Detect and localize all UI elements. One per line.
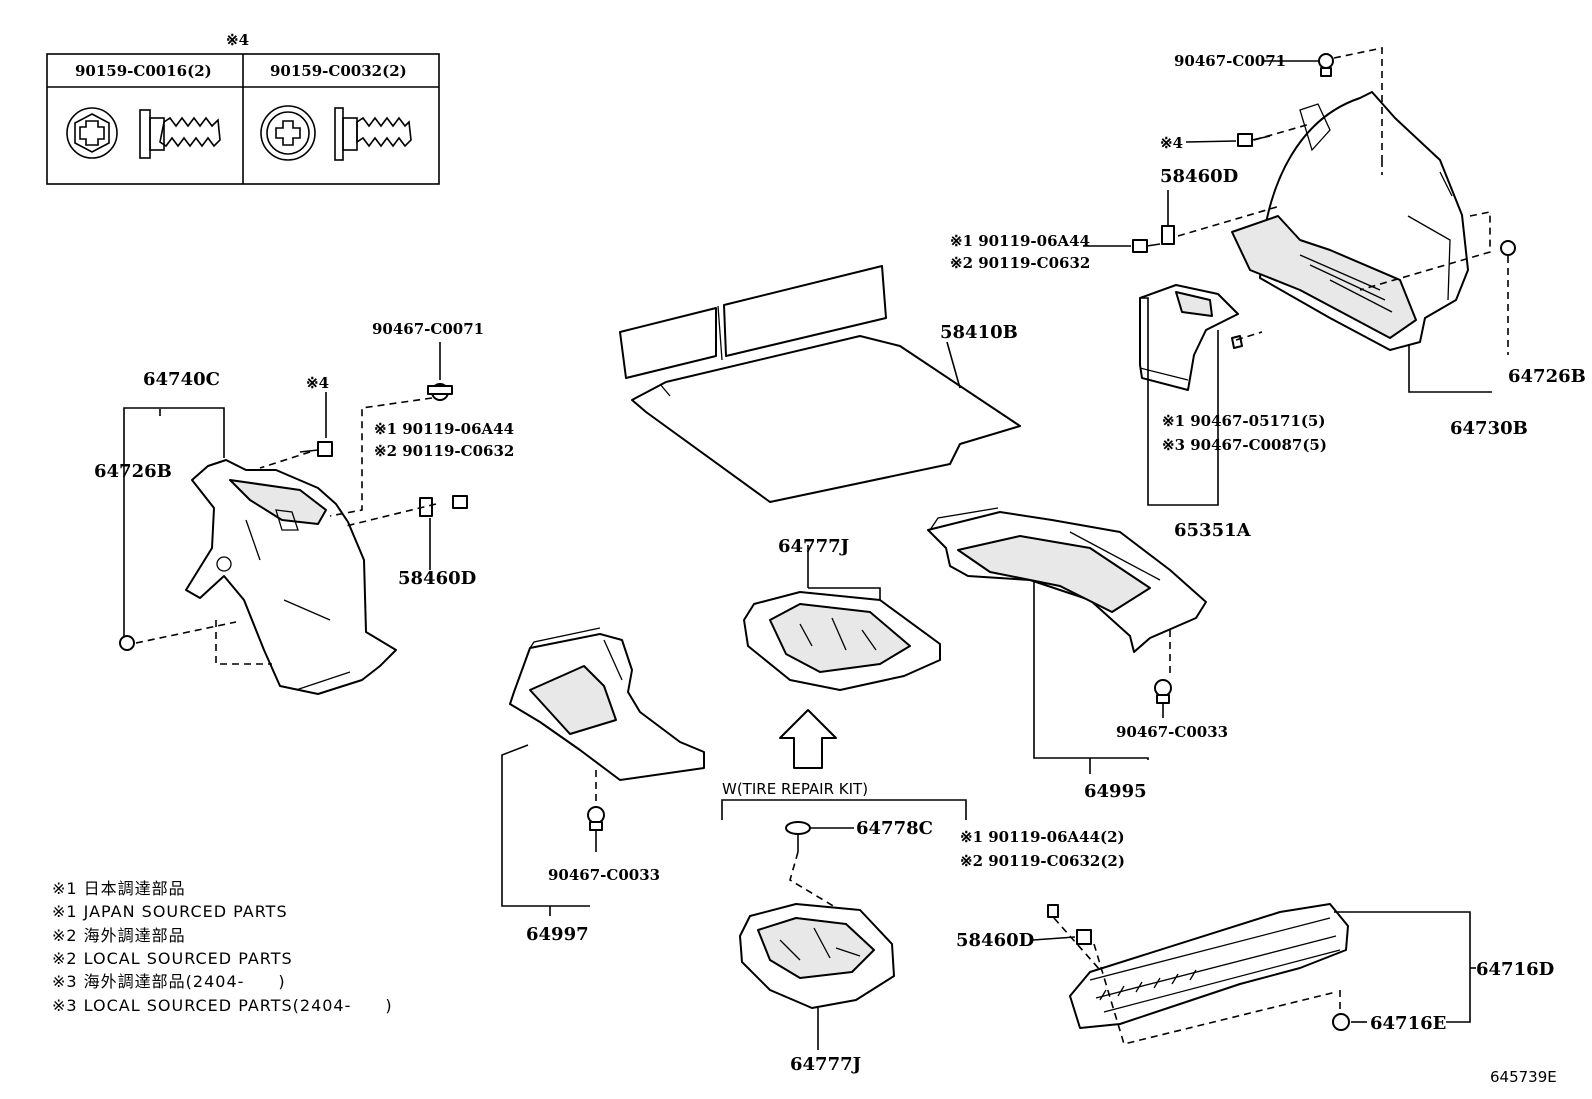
label-65351a: 65351A	[1174, 520, 1252, 541]
label-90119-c0632-top: ※2 90119-C0632	[950, 254, 1090, 272]
table-col1-part: 90159-C0016(2)	[75, 62, 212, 80]
label-58460d-top: 58460D	[1160, 166, 1238, 187]
label-90467-c0071-left: 90467-C0071	[372, 320, 484, 338]
screw-side-icon	[139, 109, 221, 159]
clip-icon	[587, 806, 605, 831]
table-note-mark: ※4	[226, 31, 249, 49]
bolt-icon	[299, 441, 333, 457]
screw-head-icon	[260, 105, 316, 161]
clip-icon	[1500, 240, 1516, 256]
label-90467-c0033-right: 90467-C0033	[1116, 723, 1228, 741]
label-64730b: 64730B	[1450, 418, 1528, 439]
label-64726b-left: 64726B	[94, 461, 172, 482]
footnote-line: ※1 日本調達部品	[52, 879, 186, 898]
label-note4-left: ※4	[306, 374, 329, 392]
clip-icon	[1318, 53, 1334, 77]
label-tire-repair-kit: W(TIRE REPAIR KIT)	[722, 780, 868, 798]
diagram-id: 645739E	[1490, 1068, 1557, 1086]
footnotes: ※1 日本調達部品 ※1 JAPAN SOURCED PARTS ※2 海外調達…	[52, 879, 393, 1015]
part-64777j-tray-upper	[743, 591, 941, 691]
clip-icon	[785, 821, 811, 852]
label-90467-05171: ※1 90467-05171(5)	[1162, 412, 1325, 430]
label-58460d-left: 58460D	[398, 568, 476, 589]
bolt-icon	[1132, 239, 1161, 253]
clip-icon	[427, 383, 453, 401]
label-64995: 64995	[1084, 781, 1147, 802]
footnote-line: ※3 LOCAL SOURCED PARTS(2404- )	[52, 996, 393, 1015]
label-58410b: 58410B	[940, 322, 1018, 343]
part-64777j-tray-lower	[739, 903, 895, 1009]
fastener-table: ※4 90159-C0016(2) 90159-C0032(2)	[46, 31, 440, 185]
part-64730b-trim	[1231, 91, 1469, 351]
arrow-up-icon	[779, 709, 837, 769]
part-65351a-duct	[1139, 284, 1243, 391]
label-64997: 64997	[526, 924, 589, 945]
label-90119-06a44-top: ※1 90119-06A44	[950, 232, 1090, 250]
nut-clip-icon	[419, 497, 433, 517]
footnote-line: ※1 JAPAN SOURCED PARTS	[52, 902, 288, 921]
label-64740c: 64740C	[143, 369, 220, 390]
label-64778c: 64778C	[856, 818, 933, 839]
label-90119-06a44-left: ※1 90119-06A44	[374, 420, 514, 438]
footnote-line: ※2 LOCAL SOURCED PARTS	[52, 949, 293, 968]
label-90467-c0087: ※3 90467-C0087(5)	[1162, 436, 1327, 454]
label-90119-c0632-left: ※2 90119-C0632	[374, 442, 514, 460]
label-58460d-bottom: 58460D	[956, 930, 1034, 951]
part-64995-panel	[927, 507, 1207, 653]
label-64726b-right: 64726B	[1508, 366, 1586, 387]
part-58410b-floor-mat	[619, 265, 1021, 503]
label-64716e: 64716E	[1370, 1013, 1446, 1034]
screw-head-icon	[66, 107, 118, 159]
part-64740c-trim	[185, 459, 397, 695]
part-64997-panel	[509, 627, 705, 781]
label-90467-c0071-top: 90467-C0071	[1174, 52, 1286, 70]
label-64777j-top: 64777J	[778, 536, 849, 557]
nut-clip-icon	[1161, 225, 1175, 245]
clip-icon	[1332, 1013, 1350, 1031]
clip-icon	[119, 635, 135, 651]
bolt-icon	[452, 495, 468, 509]
table-col2-part: 90159-C0032(2)	[270, 62, 407, 80]
screw-side-icon	[334, 107, 412, 161]
label-90119-c0632-2: ※2 90119-C0632(2)	[960, 852, 1125, 870]
part-64716d-sill	[1069, 903, 1349, 1029]
footnote-line: ※2 海外調達部品	[52, 926, 186, 945]
bolt-icon	[1047, 904, 1059, 918]
label-90119-06a44-2: ※1 90119-06A44(2)	[960, 828, 1125, 846]
label-64716d: 64716D	[1476, 959, 1554, 980]
clip-icon	[1154, 679, 1172, 704]
label-note4-top: ※4	[1160, 134, 1183, 152]
nut-clip-icon	[1076, 929, 1092, 945]
footnote-line: ※3 海外調達部品(2404- )	[52, 972, 286, 991]
label-90467-c0033-left: 90467-C0033	[548, 866, 660, 884]
label-64777j-bottom: 64777J	[790, 1054, 861, 1075]
